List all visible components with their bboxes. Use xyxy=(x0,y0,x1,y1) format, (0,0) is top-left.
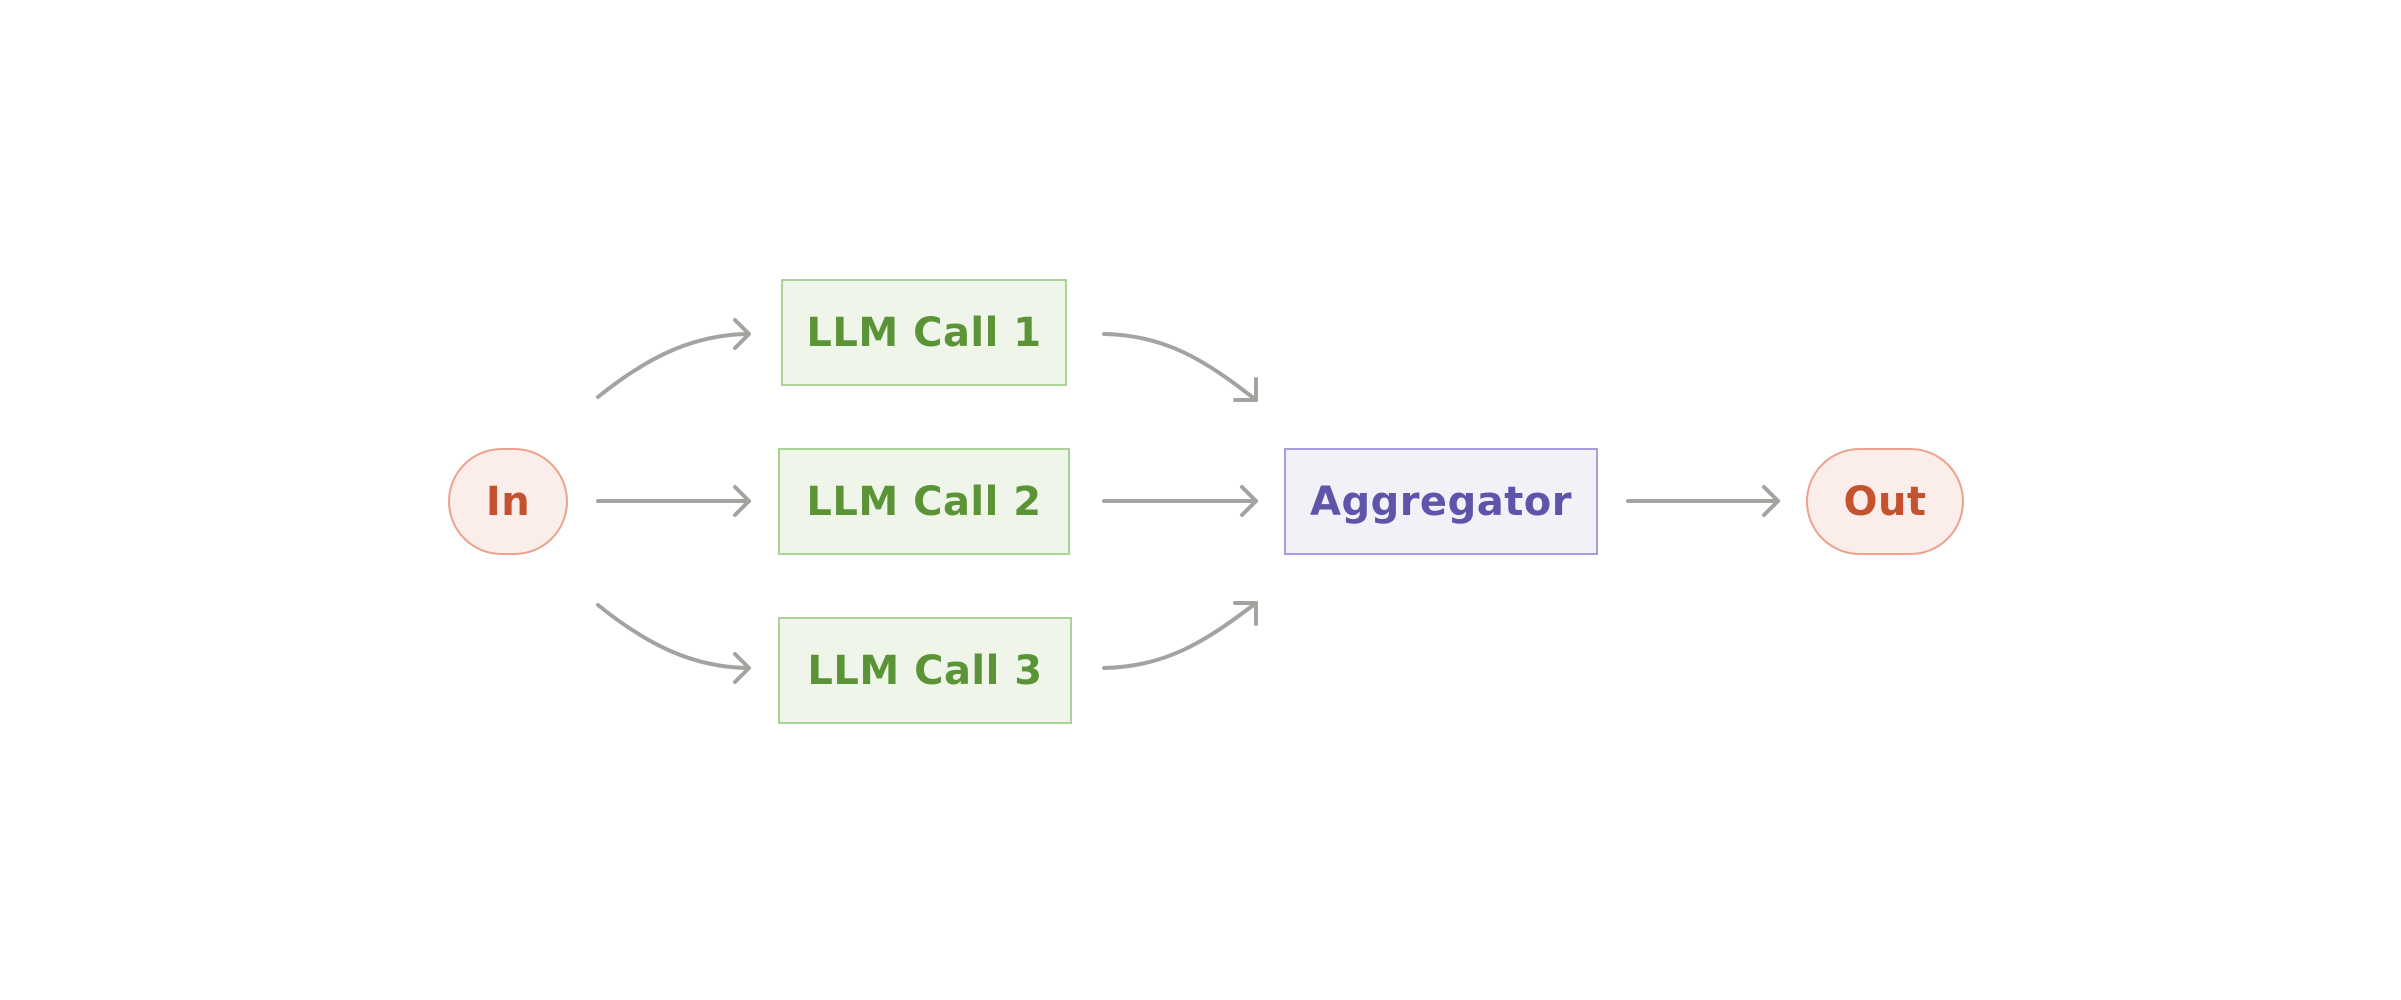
arrowhead-aggregator-to-out xyxy=(1762,485,1780,517)
input-node: In xyxy=(448,448,568,555)
arrow-in-to-llm-call-1 xyxy=(596,332,749,399)
llm-call-3-label: LLM Call 3 xyxy=(807,647,1043,694)
llm-call-2-label: LLM Call 2 xyxy=(806,478,1042,525)
arrowhead-in-to-llm-call-2 xyxy=(733,485,751,517)
aggregator-node: Aggregator xyxy=(1284,448,1598,555)
arrowhead-in-to-llm-call-3 xyxy=(733,652,751,684)
arrowhead-llm-call-1-to-aggregator xyxy=(1233,377,1258,402)
input-node-label: In xyxy=(485,478,531,525)
llm-call-1-label: LLM Call 1 xyxy=(806,309,1042,356)
output-node: Out xyxy=(1806,448,1964,555)
llm-call-1-node: LLM Call 1 xyxy=(781,279,1067,386)
arrowhead-llm-call-2-to-aggregator xyxy=(1240,485,1258,517)
arrow-llm-call-1-to-aggregator xyxy=(1102,332,1258,402)
arrowhead-llm-call-3-to-aggregator xyxy=(1233,601,1258,626)
output-node-label: Out xyxy=(1843,478,1927,525)
arrow-llm-call-3-to-aggregator xyxy=(1102,601,1258,670)
arrow-in-to-llm-call-3 xyxy=(596,603,749,670)
arrowhead-in-to-llm-call-1 xyxy=(733,318,751,350)
llm-call-2-node: LLM Call 2 xyxy=(778,448,1070,555)
aggregator-label: Aggregator xyxy=(1309,478,1573,525)
llm-call-3-node: LLM Call 3 xyxy=(778,617,1072,724)
